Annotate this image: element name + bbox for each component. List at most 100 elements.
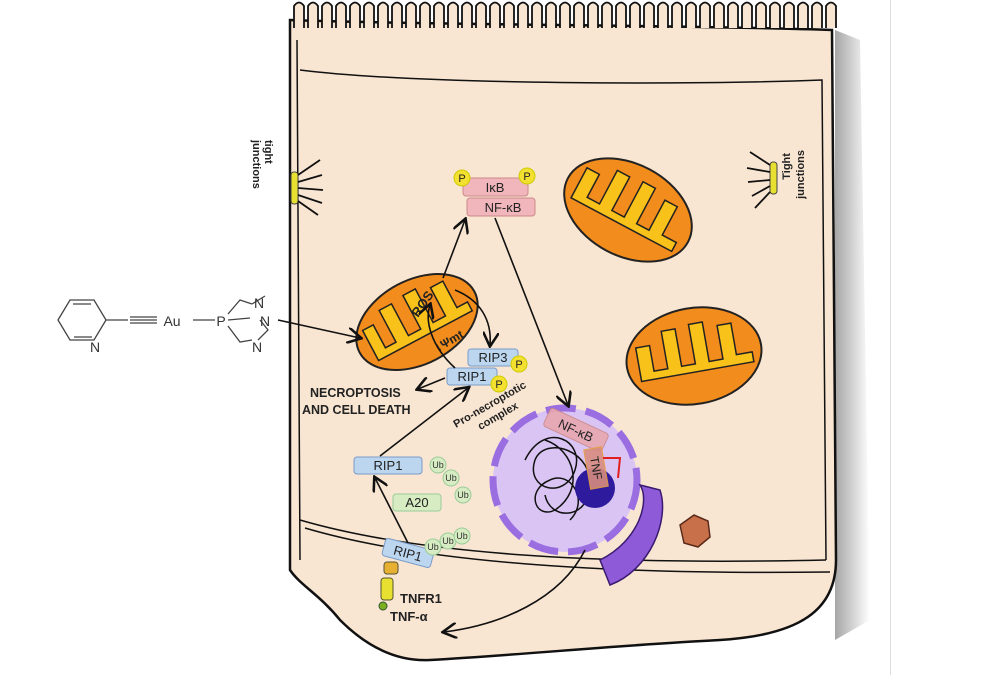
microvillus: [419, 1, 431, 28]
svg-text:P: P: [523, 171, 530, 183]
tight-junction-right: [746, 151, 778, 209]
svg-text:Ub: Ub: [456, 531, 468, 541]
phosphorus-label: P: [216, 313, 225, 329]
microvillus: [811, 1, 823, 28]
arrow-rip1-to-ros: [428, 305, 456, 369]
phospho-circle: P: [453, 169, 471, 187]
ikb-box: IκB: [462, 177, 529, 197]
svg-text:P: P: [515, 359, 522, 371]
ubiquitin-circle: Ub: [439, 532, 457, 550]
phospho-circle: P: [518, 167, 536, 185]
svg-text:TNF: TNF: [587, 455, 605, 480]
microvillus: [685, 1, 697, 28]
phospho-group: P P P P: [453, 167, 536, 393]
microvillus: [629, 1, 641, 28]
ubiquitin-circle: Ub: [442, 469, 460, 487]
svg-text:RIP1: RIP1: [458, 369, 487, 384]
microvillus: [643, 1, 655, 28]
microvillus: [433, 1, 445, 28]
microvillus: [531, 1, 543, 28]
inner-membrane-left: [296, 39, 301, 561]
pta-n-label-3: N: [252, 339, 262, 355]
mitochondrion-right: [625, 306, 763, 406]
arrow-rip1-up: [379, 388, 468, 457]
ubiquitin-circle: Ub: [424, 538, 442, 556]
svg-text:Ub: Ub: [457, 490, 469, 500]
pyridine-n-label: N: [90, 339, 100, 355]
microvillus: [307, 1, 319, 28]
svg-text:Ub: Ub: [432, 460, 444, 470]
microvillus: [475, 1, 487, 28]
svg-text:A20: A20: [405, 495, 428, 510]
tight-junctions-label-left: tight junctions: [250, 139, 274, 189]
microvillus: [335, 1, 347, 28]
arrow-rip-to-necroptosis: [418, 378, 446, 389]
svg-text:P: P: [495, 379, 502, 391]
microvillus: [447, 1, 459, 28]
transcription-arrow: [603, 457, 622, 479]
image-edge-divider: [890, 0, 891, 675]
microvillus: [489, 1, 501, 28]
microvillus: [769, 1, 781, 28]
microvillus: [727, 1, 739, 28]
arrow-mito-to-rip3: [454, 289, 490, 345]
au-label: Au: [163, 313, 180, 329]
svg-text:Ub: Ub: [442, 536, 454, 546]
pathway-arrows: [277, 217, 586, 632]
microvillus: [377, 1, 389, 28]
microvillus: [699, 1, 711, 28]
microvillus: [545, 1, 557, 28]
microvillus: [363, 1, 375, 28]
microvillus: [405, 1, 417, 28]
pta-n-label-1: N: [254, 295, 264, 311]
basal-membrane-2: [304, 527, 831, 574]
microvillus: [391, 1, 403, 28]
svg-text:RIP3: RIP3: [479, 350, 508, 365]
ubiquitin-circle: Ub: [453, 527, 471, 545]
svg-text:IκB: IκB: [486, 180, 505, 195]
arrow-nfkb-to-nucleus: [494, 217, 568, 405]
microvillus: [671, 1, 683, 28]
endoplasmic-reticulum: [599, 483, 664, 586]
ubiquitin-circle: Ub: [454, 486, 472, 504]
rip1-receptor-box: RIP1: [381, 538, 435, 568]
microvilli: [293, 1, 837, 28]
microvillus: [657, 1, 669, 28]
microvillus: [615, 1, 627, 28]
microvillus: [559, 1, 571, 28]
svg-text:NF-κB: NF-κB: [485, 200, 522, 215]
tnfr1-receptor: [378, 561, 399, 611]
rip3-box: RIP3: [467, 348, 519, 367]
svg-text:Ub: Ub: [445, 473, 457, 483]
cell-shadow: [835, 30, 870, 640]
microvillus: [587, 1, 599, 28]
microvillus: [517, 1, 529, 28]
a20-box: A20: [392, 493, 442, 512]
mitochondrion-central: [355, 272, 479, 372]
microvillus: [321, 1, 333, 28]
arrow-tnf-out: [444, 549, 586, 632]
rip1-complex-box: RIP1: [446, 367, 498, 386]
tight-junction-left: [290, 159, 324, 216]
inner-membrane: [299, 69, 827, 561]
microvillus: [755, 1, 767, 28]
phospho-circle: P: [490, 375, 508, 393]
svg-text:RIP1: RIP1: [392, 542, 424, 564]
gold-compound-structure: [57, 295, 269, 343]
nfkb-box: NF-κB: [466, 197, 536, 217]
rip1-free-box: RIP1: [353, 456, 423, 475]
mitochondrion-top-right: [563, 157, 693, 263]
microvillus: [713, 1, 725, 28]
tnf-alpha-label: TNF-α: [390, 609, 428, 624]
microvillus: [797, 1, 809, 28]
svg-text:RIP1: RIP1: [374, 458, 403, 473]
microvillus: [573, 1, 585, 28]
tnfr1-label: TNFR1: [400, 591, 442, 606]
tnf-gene-box: TNF: [583, 446, 609, 490]
tight-junctions-label-right: Tight junctions: [781, 150, 807, 200]
microvillus: [461, 1, 473, 28]
necroptosis-label: NECROPTOSIS AND CELL DEATH: [302, 386, 411, 417]
microvillus: [741, 1, 753, 28]
